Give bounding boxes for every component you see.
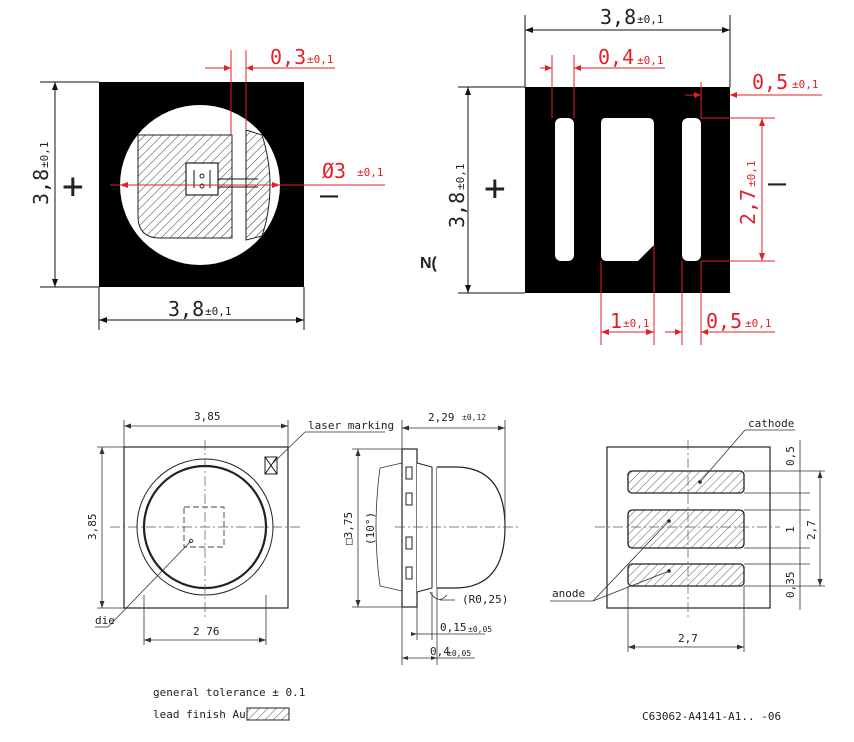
dim-2-29-tol: ±0,12: [462, 413, 486, 422]
dim-3-8-left-tol: ±0,1: [38, 142, 51, 169]
dim-0-15-tol: ±0,05: [468, 625, 492, 634]
dim-3-8-bottom: 3,8: [168, 297, 204, 321]
dim-3-8-right-left: 3,8: [445, 192, 469, 228]
dim-2-7-right: 2,7: [805, 520, 818, 540]
tolerance-note: general tolerance ± 0.1: [153, 686, 305, 699]
dim-0-4-tol: ±0,1: [637, 54, 664, 67]
anode-label: anode: [552, 587, 585, 600]
radius-label: (R0,25): [462, 593, 508, 606]
top-right-view: N( 3,8 ±0,1 3,8 ±0,1 0,4 ±0,1 0,5 ±0,1: [420, 5, 822, 345]
dim-phi-3-tol: ±0,1: [357, 166, 384, 179]
plus-sign-right: +: [484, 168, 506, 209]
dim-0-35-pad: 0,35: [784, 572, 797, 599]
dim-0-5-top-tol: ±0,1: [792, 78, 819, 91]
dim-1-tol: ±0,1: [623, 317, 650, 330]
die-square: [185, 162, 219, 196]
dome-lens-side: [437, 466, 506, 589]
dim-0-3: 0,3: [270, 45, 306, 69]
dim-0-5-top: 0,5: [752, 70, 788, 94]
dim-3-85-top: 3,85: [194, 410, 221, 423]
slot-right: [682, 118, 701, 261]
dim-2-7: 2,7: [736, 189, 760, 225]
slot-left: [555, 118, 574, 261]
top-left-view: 0,3 ±0,1 Ø3 ±0,1 3,8 ±0,1 3,8 ±0,1 + —: [29, 45, 385, 330]
dim-1-pad: 1: [784, 526, 797, 533]
lead-finish-note: lead finish Au: [153, 708, 246, 721]
bottom-right-underside-view: cathode anode 0,5 1 0,35 2,7 2,7: [550, 417, 825, 652]
dim-0-3-tol: ±0,1: [307, 53, 334, 66]
dim-0-5-bottom-tol: ±0,1: [745, 317, 772, 330]
laser-marking-label: laser marking: [308, 419, 394, 432]
bottom-left-front-view: 3,85 3,85 2 76 laser marking die: [86, 410, 394, 645]
plus-sign-left: +: [62, 166, 84, 207]
dim-3-8-top: 3,8: [600, 5, 636, 29]
footer-notes: general tolerance ± 0.1 lead finish Au C…: [153, 686, 781, 723]
bottom-middle-side-view: 2,29 ±0,12 □3,75 (10°) (R0,25) 0,15 ±0,0…: [342, 411, 520, 665]
cathode-label: cathode: [748, 417, 794, 430]
dim-0-4: 0,4: [598, 45, 634, 69]
cathode-pad: [627, 470, 745, 494]
dim-3-8-top-tol: ±0,1: [637, 13, 664, 26]
stray-label: N(: [420, 255, 438, 272]
dim-3-75: □3,75: [342, 512, 355, 545]
slot-center: [601, 118, 654, 261]
dim-2-76: 2 76: [193, 625, 220, 638]
dim-0-5-bottom: 0,5: [706, 309, 742, 333]
dim-0-5-pad: 0,5: [784, 446, 797, 466]
lead-finish-swatch: [246, 707, 290, 721]
anode-pad: [627, 563, 745, 587]
dim-2-29: 2,29: [428, 411, 455, 424]
dim-3-8-bottom-tol: ±0,1: [205, 305, 232, 318]
dim-phi-3: Ø3: [322, 159, 346, 183]
dim-1: 1: [610, 309, 622, 333]
dim-2-7-bottom: 2,7: [678, 632, 698, 645]
hatched-pad-left: [137, 134, 233, 239]
angle-10-deg: (10°): [364, 512, 377, 545]
dim-0-4-side-tol: ±0,05: [447, 649, 471, 658]
dim-2-7-tol: ±0,1: [745, 161, 758, 188]
center-pad: [627, 509, 745, 549]
drawing-number: C63062-A4141-A1.. -06: [642, 710, 781, 723]
die-label: die: [95, 614, 115, 627]
dim-0-4-side: 0,4: [430, 645, 450, 658]
dim-3-85-left: 3,85: [86, 514, 99, 541]
package-outline-front: [123, 446, 289, 609]
minus-sign-right: —: [768, 166, 787, 201]
dim-3-8-left: 3,8: [29, 169, 53, 205]
minus-sign-left: —: [320, 178, 339, 213]
dim-3-8-right-left-tol: ±0,1: [454, 164, 467, 191]
dim-0-15: 0,15: [440, 621, 467, 634]
